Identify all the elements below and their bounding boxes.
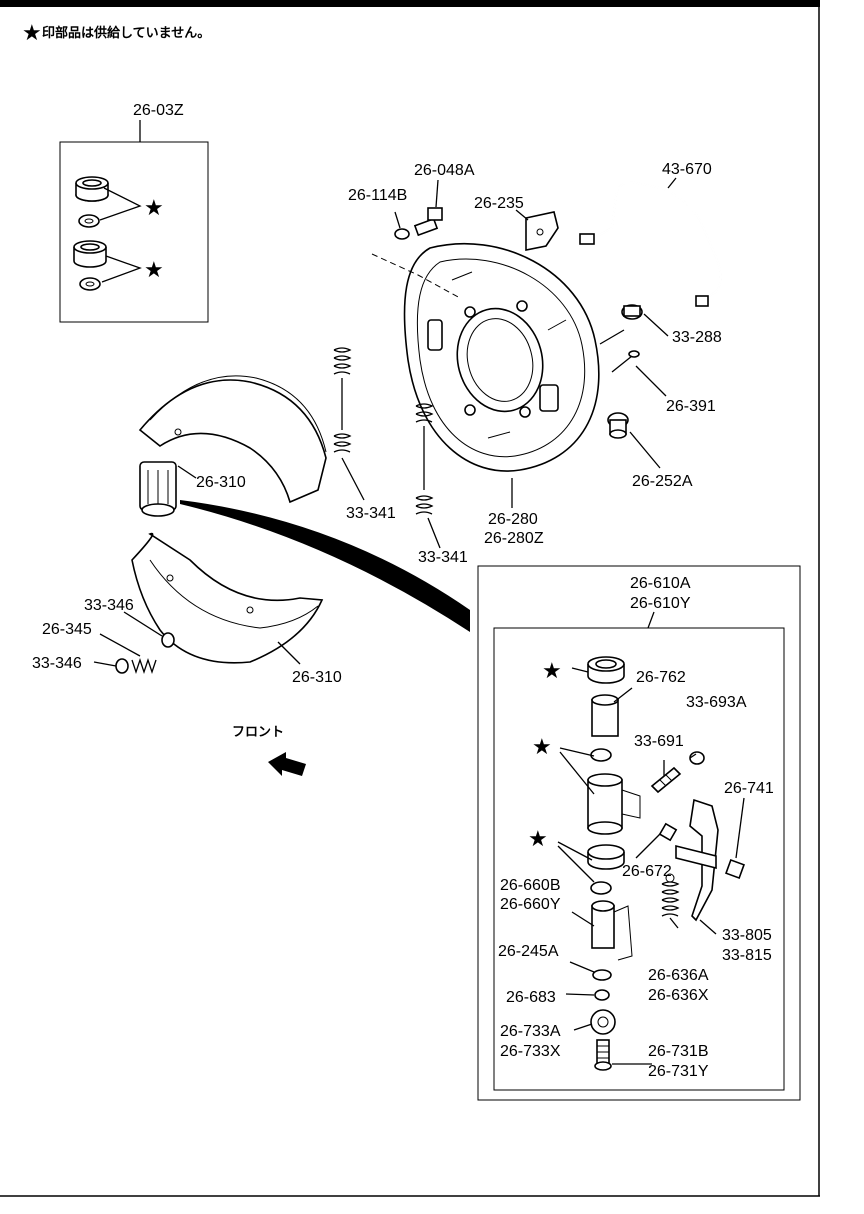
- spring-set-33-346: [115, 632, 175, 675]
- washer-26-114b: [394, 228, 410, 240]
- part-label: 26-280: [488, 511, 538, 528]
- plug-26-252a: [607, 412, 629, 439]
- seal-kit-group: [59, 120, 209, 323]
- part-label: 26-03Z: [133, 102, 184, 119]
- top-rule: [0, 0, 820, 7]
- part-label: 26-636A: [648, 967, 709, 984]
- part-label: 26-114B: [348, 187, 407, 204]
- part-label: 33-346: [84, 597, 134, 614]
- brake-shoe-lower: [131, 532, 324, 664]
- part-label: 33-805: [722, 927, 772, 944]
- part-label: 26-731B: [648, 1043, 709, 1060]
- bleeder-33-691: [650, 766, 682, 794]
- star-marker: ★: [532, 735, 552, 760]
- part-label: 26-610A: [630, 575, 691, 592]
- part-label: 26-683: [506, 989, 556, 1006]
- backing-plate: [403, 243, 600, 472]
- part-label: 26-245A: [498, 943, 559, 960]
- part-label: 26-235: [474, 195, 524, 212]
- part-label: 26-252A: [632, 473, 693, 490]
- star-marker: ★: [144, 258, 164, 283]
- bolt-26-741: [725, 859, 745, 879]
- lever-33-805: [675, 798, 719, 922]
- adjuster-exploded: [587, 656, 641, 1071]
- part-label: 26-310: [292, 669, 342, 686]
- part-label: 26-660B: [500, 877, 561, 894]
- brake-pipe-43-670: [579, 180, 722, 307]
- part-label: 26-391: [666, 398, 716, 415]
- note-star: ★: [22, 21, 42, 46]
- spring-33-341-a: [333, 347, 352, 453]
- star-marker: ★: [542, 659, 562, 684]
- cap-33-288: [621, 304, 643, 320]
- part-label: 33-346: [32, 655, 82, 672]
- part-label: 26-610Y: [630, 595, 691, 612]
- part-label: 26-741: [724, 780, 774, 797]
- part-label: 26-310: [196, 474, 246, 491]
- part-label: 26-733X: [500, 1043, 561, 1060]
- part-label: 26-733A: [500, 1023, 561, 1040]
- part-label: 33-341: [418, 549, 468, 566]
- part-label: 26-636X: [648, 987, 709, 1004]
- brake-shoe-upper: [138, 375, 327, 504]
- star-marker: ★: [528, 827, 548, 852]
- part-label: 26-048A: [414, 162, 475, 179]
- part-label: 26-672: [622, 863, 672, 880]
- part-label: 33-288: [672, 329, 722, 346]
- part-label: 33-341: [346, 505, 396, 522]
- front-label: フロント: [232, 725, 284, 740]
- part-label: 26-731Y: [648, 1063, 709, 1080]
- pin-26-391: [611, 350, 640, 373]
- adjuster-assembly-small: [139, 461, 177, 517]
- spring-33-341-b: [415, 403, 434, 515]
- cap-33-693a: [689, 751, 705, 765]
- bracket-26-235: [525, 211, 559, 251]
- part-label: 26-345: [42, 621, 92, 638]
- part-label: 26-762: [636, 669, 686, 686]
- part-label: 26-280Z: [484, 530, 544, 547]
- part-label: 33-815: [722, 947, 772, 964]
- clip-26-672: [658, 822, 678, 842]
- spring-26-636a: [661, 873, 680, 917]
- part-label: 43-670: [662, 161, 712, 178]
- part-label: 33-691: [634, 733, 684, 750]
- part-label: 26-660Y: [500, 896, 561, 913]
- part-label: 33-693A: [686, 694, 747, 711]
- star-marker: ★: [144, 196, 164, 221]
- bolt-26-048a: [413, 207, 443, 237]
- header-note: 印部品は供給していません。: [42, 25, 210, 41]
- front-arrow: [268, 752, 306, 776]
